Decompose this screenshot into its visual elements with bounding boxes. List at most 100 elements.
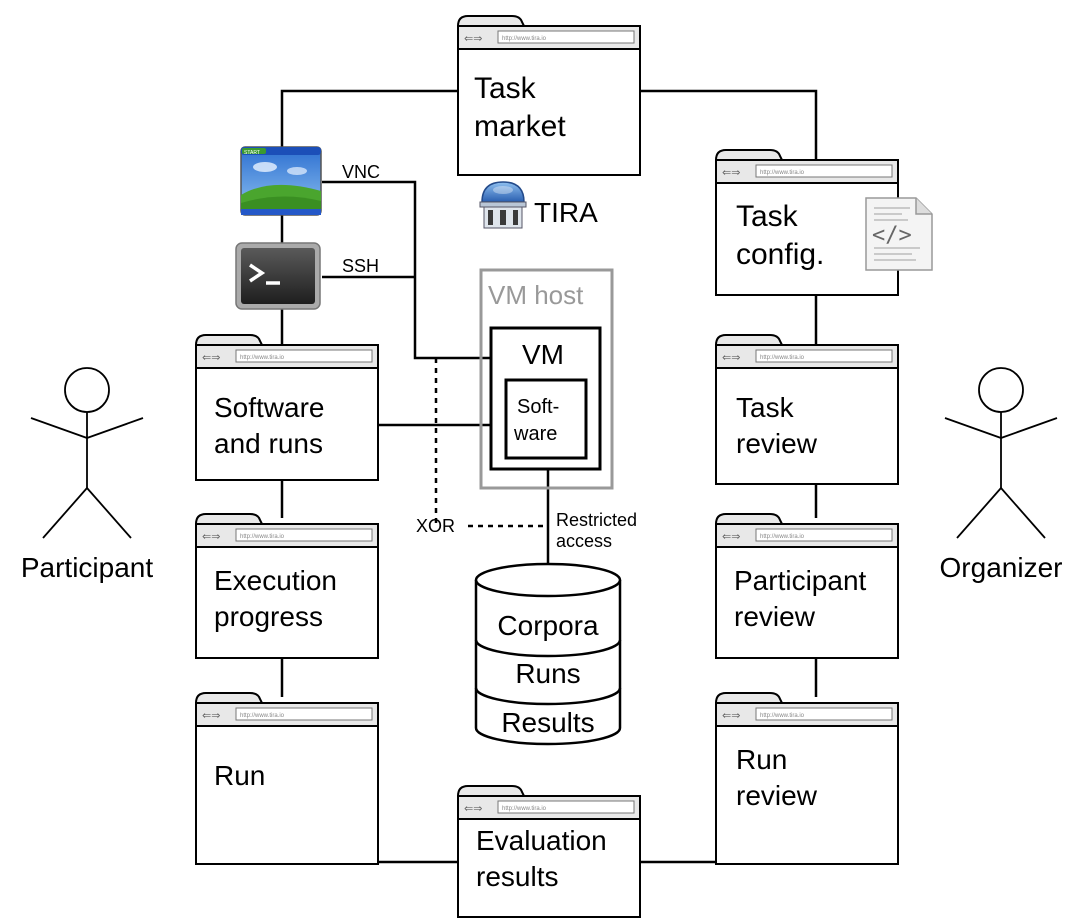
page-label-line-2: review bbox=[736, 428, 818, 459]
browser-body bbox=[457, 818, 641, 918]
page-label-line-1: Task bbox=[736, 200, 799, 233]
address-text: http://www.tira.io bbox=[240, 534, 285, 540]
browser-body bbox=[195, 367, 379, 481]
nav-arrows-icon: ⇐⇒ bbox=[202, 710, 220, 722]
vm-label: VM bbox=[522, 339, 564, 370]
page-software-and-runs[interactable]: ⇐⇒ http://www.tira.io Software and runs bbox=[195, 334, 379, 481]
browser-body bbox=[715, 367, 899, 485]
browser-tab bbox=[457, 785, 525, 797]
address-text: http://www.tira.io bbox=[760, 534, 805, 540]
organizer-label: Organizer bbox=[940, 552, 1063, 583]
nav-arrows-icon: ⇐⇒ bbox=[722, 167, 740, 179]
address-bar bbox=[755, 707, 893, 721]
address-bar bbox=[235, 528, 373, 542]
restricted-access-label-line-1: Restricted bbox=[556, 510, 637, 530]
address-bar bbox=[755, 528, 893, 542]
address-bar bbox=[755, 349, 893, 363]
participant-actor-icon bbox=[30, 367, 144, 539]
page-label-line-1: Run bbox=[214, 760, 265, 791]
database-layer-runs: Runs bbox=[515, 658, 580, 689]
browser-body bbox=[195, 546, 379, 659]
browser-tab bbox=[715, 149, 783, 161]
vm-host-box bbox=[479, 268, 614, 490]
vnc-label: VNC bbox=[342, 162, 380, 182]
browser-body bbox=[457, 48, 641, 176]
nav-arrows-icon: ⇐⇒ bbox=[464, 33, 482, 45]
address-bar bbox=[497, 800, 635, 814]
database-layer-results: Results bbox=[501, 707, 594, 738]
tira-label: TIRA bbox=[534, 197, 598, 228]
browser-tab bbox=[715, 334, 783, 346]
tira-dome-icon bbox=[479, 181, 527, 229]
address-bar bbox=[755, 164, 893, 178]
browser-tab bbox=[715, 513, 783, 525]
page-evaluation-results[interactable]: ⇐⇒ http://www.tira.io Evaluation results bbox=[457, 785, 641, 918]
page-participant-review[interactable]: ⇐⇒ http://www.tira.io Participant review bbox=[715, 513, 899, 659]
page-label-line-2: config. bbox=[736, 238, 824, 271]
address-bar bbox=[497, 30, 635, 44]
address-text: http://www.tira.io bbox=[760, 713, 805, 719]
nav-arrows-icon: ⇐⇒ bbox=[464, 803, 482, 815]
svg-text:START: START bbox=[244, 150, 260, 156]
terminal-icon bbox=[235, 242, 321, 310]
browser-body bbox=[195, 725, 379, 865]
software-label-line-1: Soft- bbox=[517, 396, 559, 418]
browser-tab bbox=[195, 334, 263, 346]
address-text: http://www.tira.io bbox=[240, 355, 285, 361]
address-text: http://www.tira.io bbox=[760, 355, 805, 361]
page-run-review[interactable]: ⇐⇒ http://www.tira.io Run review bbox=[715, 692, 899, 865]
nav-arrows-icon: ⇐⇒ bbox=[202, 352, 220, 364]
address-text: http://www.tira.io bbox=[502, 36, 547, 42]
address-bar bbox=[235, 707, 373, 721]
software-box bbox=[504, 378, 588, 460]
address-bar bbox=[235, 349, 373, 363]
address-text: http://www.tira.io bbox=[240, 713, 285, 719]
page-label-line-2: review bbox=[734, 601, 816, 632]
restricted-access-label-line-2: access bbox=[556, 531, 612, 551]
browser-body bbox=[715, 546, 899, 659]
xor-label: XOR bbox=[416, 516, 455, 536]
vm-host-label: VM host bbox=[488, 280, 584, 310]
page-label-line-2: market bbox=[474, 110, 566, 143]
page-label-line-1: Task bbox=[736, 392, 795, 423]
page-task-market[interactable]: ⇐⇒ http://www.tira.io Task market bbox=[457, 15, 641, 176]
page-label-line-1: Software bbox=[214, 392, 325, 423]
browser-tab bbox=[715, 692, 783, 704]
page-label-line-1: Evaluation bbox=[476, 825, 607, 856]
database-layer-corpora: Corpora bbox=[497, 610, 599, 641]
nav-arrows-icon: ⇐⇒ bbox=[202, 531, 220, 543]
participant-label: Participant bbox=[21, 552, 154, 583]
organizer-actor-icon bbox=[944, 367, 1058, 539]
page-label-line-2: review bbox=[736, 780, 818, 811]
ssh-label: SSH bbox=[342, 256, 379, 276]
address-text: http://www.tira.io bbox=[502, 806, 547, 812]
config-file-icon: </> bbox=[865, 197, 933, 271]
page-label-line-1: Execution bbox=[214, 565, 337, 596]
page-label-line-2: progress bbox=[214, 601, 323, 632]
desktop-screenshot-icon: START bbox=[240, 146, 322, 216]
page-label-line-2: and runs bbox=[214, 428, 323, 459]
svg-text:</>: </> bbox=[872, 223, 912, 248]
page-execution-progress[interactable]: ⇐⇒ http://www.tira.io Execution progress bbox=[195, 513, 379, 659]
page-label-line-1: Participant bbox=[734, 565, 867, 596]
browser-tab bbox=[195, 513, 263, 525]
ring-line-top-left bbox=[280, 89, 458, 351]
page-label-line-1: Task bbox=[474, 72, 537, 105]
page-task-review[interactable]: ⇐⇒ http://www.tira.io Task review bbox=[715, 334, 899, 485]
browser-body bbox=[715, 725, 899, 865]
address-text: http://www.tira.io bbox=[760, 170, 805, 176]
software-label-line-2: ware bbox=[513, 423, 557, 445]
browser-tab bbox=[457, 15, 525, 27]
nav-arrows-icon: ⇐⇒ bbox=[722, 352, 740, 364]
page-label-line-2: results bbox=[476, 861, 558, 892]
page-run[interactable]: ⇐⇒ http://www.tira.io Run bbox=[195, 692, 379, 865]
database-cylinder: Corpora Runs Results bbox=[474, 562, 622, 746]
nav-arrows-icon: ⇐⇒ bbox=[722, 710, 740, 722]
page-label-line-1: Run bbox=[736, 744, 787, 775]
ring-line-top-right bbox=[640, 89, 818, 160]
nav-arrows-icon: ⇐⇒ bbox=[722, 531, 740, 543]
browser-tab bbox=[195, 692, 263, 704]
vnc-line bbox=[322, 180, 491, 360]
